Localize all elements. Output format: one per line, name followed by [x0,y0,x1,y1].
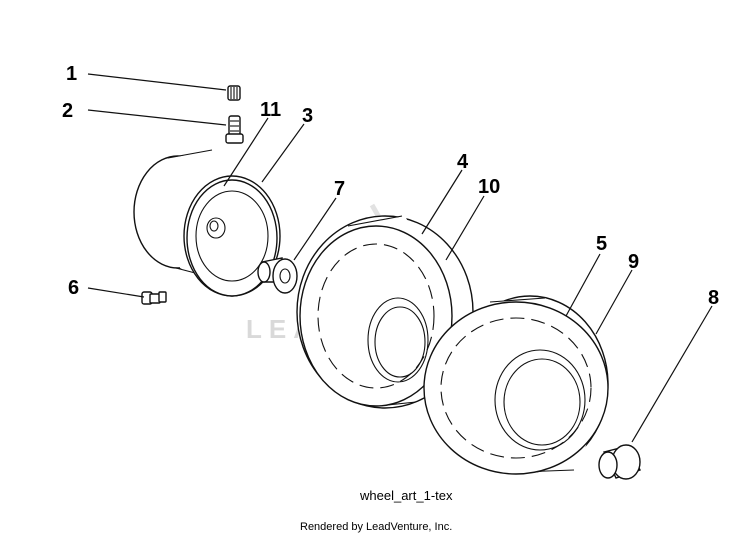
callout-1: 1 [66,63,77,85]
part-3-rim-cover [186,179,278,297]
callout-10: 10 [478,176,500,198]
leader-9 [595,269,633,335]
part-1-cap [227,85,241,101]
leader-6 [87,287,145,298]
leader-lines [87,73,713,443]
callout-7: 7 [334,178,345,200]
callout-4: 4 [457,151,469,173]
render-credit: Rendered by LeadVenture, Inc. [300,521,452,533]
callout-5: 5 [596,233,607,255]
part-6-grease-fitting [141,291,167,305]
callouts: 1 2 11 3 6 7 4 10 5 9 8 [62,63,719,309]
leader-7 [293,197,337,261]
leader-3 [261,123,305,183]
part-2-valve-stem [225,115,244,144]
callout-3: 3 [302,105,313,127]
part-7-bushing [257,257,298,294]
leader-2 [87,109,227,126]
leader-4 [421,169,463,235]
leader-11 [223,117,269,187]
diagram-caption: wheel_art_1-tex [359,488,453,503]
callout-8: 8 [708,287,719,309]
part-5-tire [423,295,609,475]
part-8-hub-cap [598,444,641,480]
leader-5 [565,253,601,317]
callout-2: 2 [62,100,73,122]
leader-8 [631,305,713,443]
callout-6: 6 [68,277,79,299]
callout-11: 11 [260,99,281,121]
callout-9: 9 [628,251,639,273]
leader-1 [87,73,227,91]
leader-10 [445,195,485,261]
part-4-tire [296,215,474,409]
